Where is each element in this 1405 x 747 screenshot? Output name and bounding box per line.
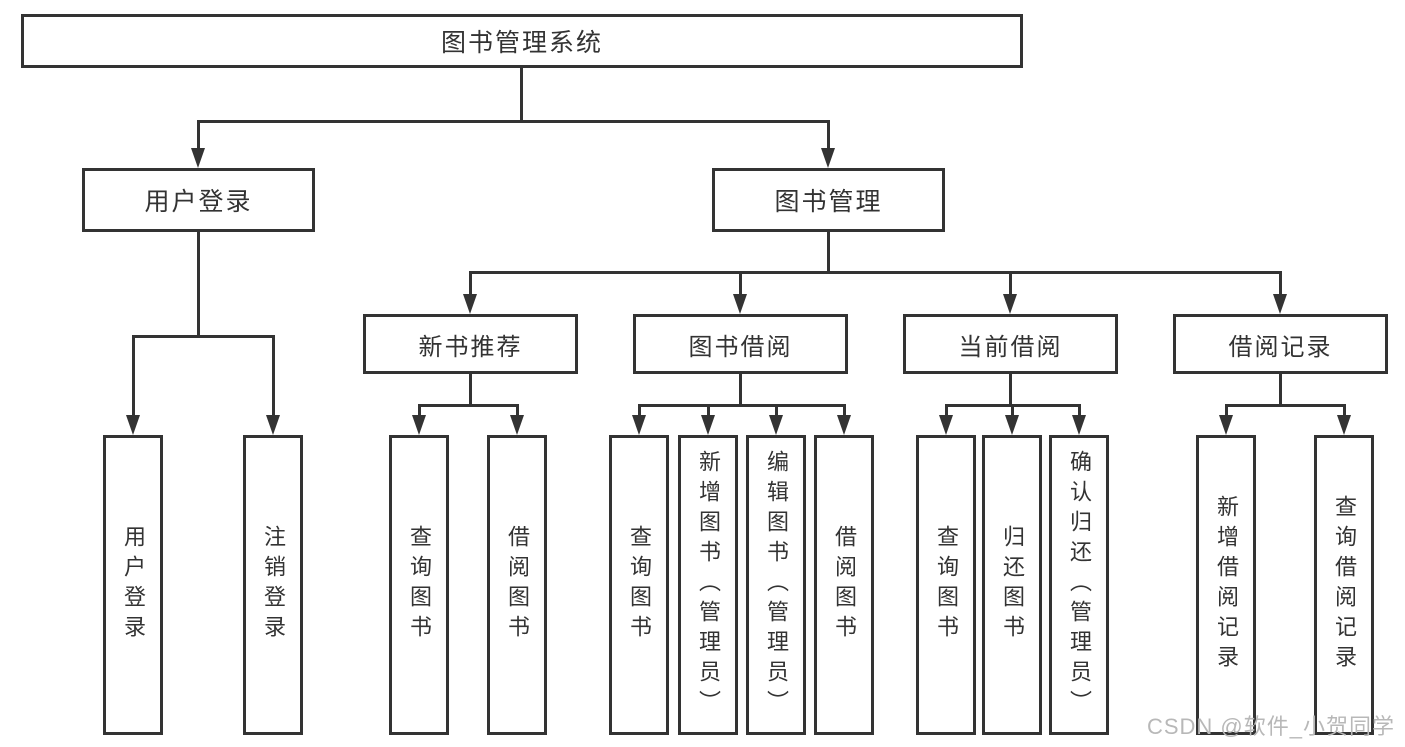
node-label: 新增借阅记录 <box>1214 495 1239 675</box>
leaf-query-books-recommend: 查询图书 <box>389 435 449 735</box>
connector-root-stem <box>520 68 523 122</box>
node-label: 确认归还（管理员） <box>1067 450 1092 720</box>
node-label: 查询图书 <box>407 525 432 645</box>
connector-m3-stem <box>1009 374 1012 407</box>
node-user-login: 用户登录 <box>82 168 315 232</box>
node-label: 图书借阅 <box>688 333 793 361</box>
connector-m3-drop-2 <box>1011 407 1014 416</box>
arrowhead-current-borrow <box>1003 294 1017 314</box>
node-label: 查询图书 <box>934 525 959 645</box>
arrowhead-m2-leaf-1 <box>632 415 646 435</box>
arrowhead-leaf-logout <box>266 415 280 435</box>
connector-drop-book-borrow <box>739 274 742 294</box>
connector-drop-borrow-records <box>1279 274 1282 294</box>
arrowhead-new-book <box>463 294 477 314</box>
node-label: 用户登录 <box>121 525 146 645</box>
node-book-borrow: 图书借阅 <box>633 314 848 374</box>
arrowhead-m3-leaf-3 <box>1072 415 1086 435</box>
connector-m2-stem <box>739 374 742 407</box>
node-label: 查询借阅记录 <box>1332 495 1357 675</box>
node-current-borrow: 当前借阅 <box>903 314 1118 374</box>
node-label: 当前借阅 <box>958 333 1063 361</box>
arrowhead-m2-leaf-4 <box>837 415 851 435</box>
connector-m3-drop-1 <box>945 407 948 416</box>
node-label: 编辑图书（管理员） <box>764 450 789 720</box>
connector-m3-bus <box>945 404 1081 407</box>
arrowhead-m1-leaf-1 <box>412 415 426 435</box>
node-label: 用户登录 <box>144 188 253 216</box>
connector-m4-stem <box>1279 374 1282 407</box>
leaf-borrow-books-recommend: 借阅图书 <box>487 435 547 735</box>
leaf-logout: 注销登录 <box>243 435 303 735</box>
connector-user-login-bus <box>132 335 275 338</box>
connector-user-login-stem <box>197 232 200 338</box>
node-label: 图书管理系统 <box>440 29 603 57</box>
connector-m1-stem <box>469 374 472 407</box>
connector-m4-bus <box>1225 404 1346 407</box>
node-root: 图书管理系统 <box>21 14 1023 68</box>
arrowhead-m4-leaf-1 <box>1219 415 1233 435</box>
connector-m3-drop-3 <box>1078 407 1081 416</box>
node-label: 注销登录 <box>261 525 286 645</box>
arrowhead-m2-leaf-3 <box>769 415 783 435</box>
connector-m2-drop-1 <box>638 407 641 416</box>
node-book-management: 图书管理 <box>712 168 945 232</box>
connector-drop-current-borrow <box>1009 274 1012 294</box>
arrowhead-borrow-records <box>1273 294 1287 314</box>
node-borrow-records: 借阅记录 <box>1173 314 1388 374</box>
arrowhead-m2-leaf-2 <box>701 415 715 435</box>
connector-book-management-stem <box>827 232 830 274</box>
connector-m1-drop-2 <box>516 407 519 416</box>
connector-m1-bus <box>418 404 519 407</box>
node-label: 借阅图书 <box>505 525 530 645</box>
connector-drop-leaf-logout <box>272 338 275 416</box>
node-label: 新增图书（管理员） <box>696 450 721 720</box>
watermark: CSDN @软件_小贺同学 <box>1146 714 1395 739</box>
arrowhead-m3-leaf-2 <box>1005 415 1019 435</box>
leaf-borrow-books: 借阅图书 <box>814 435 874 735</box>
leaf-add-books-admin: 新增图书（管理员） <box>678 435 738 735</box>
leaf-user-login: 用户登录 <box>103 435 163 735</box>
connector-m2-drop-2 <box>707 407 710 416</box>
connector-m2-drop-3 <box>775 407 778 416</box>
connector-drop-user-login <box>197 122 200 148</box>
leaf-query-books-current: 查询图书 <box>916 435 976 735</box>
node-label: 借阅图书 <box>832 525 857 645</box>
connector-m2-drop-4 <box>843 407 846 416</box>
arrowhead-leaf-login <box>126 415 140 435</box>
leaf-query-borrow-record: 查询借阅记录 <box>1314 435 1374 735</box>
leaf-add-borrow-record: 新增借阅记录 <box>1196 435 1256 735</box>
node-label: 图书管理 <box>774 188 883 216</box>
connector-drop-leaf-login <box>132 338 135 416</box>
connector-m4-drop-2 <box>1343 407 1346 416</box>
connector-root-bus <box>197 120 830 123</box>
node-label: 新书推荐 <box>418 333 523 361</box>
arrowhead-user-login <box>191 148 205 168</box>
connector-m4-drop-1 <box>1225 407 1228 416</box>
leaf-return-books: 归还图书 <box>982 435 1042 735</box>
arrowhead-book-borrow <box>733 294 747 314</box>
leaf-edit-books-admin: 编辑图书（管理员） <box>746 435 806 735</box>
connector-modules-bus <box>469 271 1282 274</box>
leaf-query-books-borrow: 查询图书 <box>609 435 669 735</box>
arrowhead-m1-leaf-2 <box>510 415 524 435</box>
node-new-book-recommend: 新书推荐 <box>363 314 578 374</box>
arrowhead-m3-leaf-1 <box>939 415 953 435</box>
connector-drop-book-management <box>827 122 830 148</box>
arrowhead-book-management <box>821 148 835 168</box>
connector-m1-drop-1 <box>418 407 421 416</box>
connector-drop-new-book <box>469 274 472 294</box>
node-label: 归还图书 <box>1000 525 1025 645</box>
arrowhead-m4-leaf-2 <box>1337 415 1351 435</box>
connector-m2-bus <box>638 404 846 407</box>
node-label: 查询图书 <box>627 525 652 645</box>
node-label: 借阅记录 <box>1228 333 1333 361</box>
leaf-confirm-return-admin: 确认归还（管理员） <box>1049 435 1109 735</box>
